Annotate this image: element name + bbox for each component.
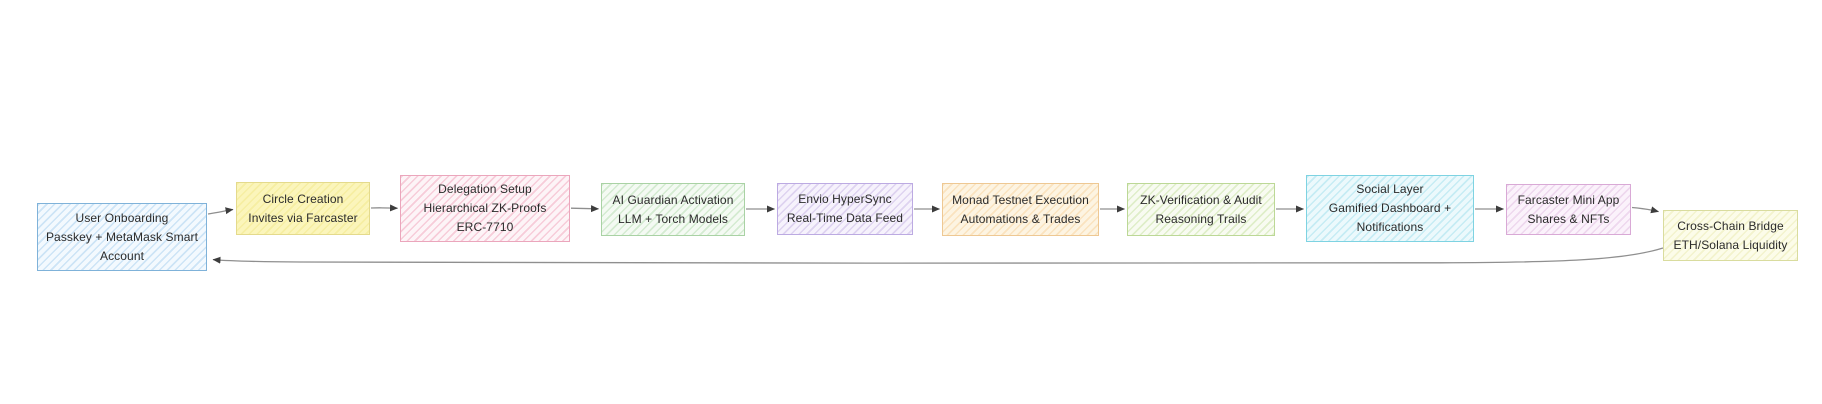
node-title: Social Layer — [1356, 182, 1424, 196]
node-cross-chain-bridge[interactable]: Cross-Chain Bridge ETH/Solana Liquidity — [1663, 210, 1798, 261]
node-label: Cross-Chain Bridge ETH/Solana Liquidity — [1670, 217, 1791, 255]
node-delegation-setup[interactable]: Delegation Setup Hierarchical ZK-Proofs … — [400, 175, 570, 242]
node-subtitle: Real-Time Data Feed — [786, 211, 904, 225]
node-title: ZK-Verification & Audit — [1140, 192, 1262, 207]
node-farcaster-mini-app[interactable]: Farcaster Mini App Shares & NFTs — [1506, 184, 1631, 235]
node-ai-guardian-activation[interactable]: AI Guardian Activation LLM + Torch Model… — [601, 183, 745, 236]
node-circle-creation[interactable]: Circle Creation Invites via Farcaster — [236, 182, 370, 235]
node-envio-hypersync[interactable]: Envio HyperSync Real-Time Data Feed — [777, 183, 913, 235]
node-title: Delegation Setup — [438, 182, 532, 196]
node-user-onboarding[interactable]: User Onboarding Passkey + MetaMask Smart… — [37, 203, 207, 271]
node-subtitle: Reasoning Trails — [1155, 211, 1247, 226]
node-zk-verification-audit[interactable]: ZK-Verification & Audit Reasoning Trails — [1127, 183, 1275, 236]
edge-cross-chain-bridge-to-user-onboarding — [212, 247, 1664, 264]
node-title: Envio HyperSync — [798, 192, 892, 206]
node-label: Envio HyperSync Real-Time Data Feed — [784, 190, 906, 228]
node-subtitle: LLM + Torch Models — [618, 211, 728, 226]
node-label: ZK-Verification & Audit Reasoning Trails — [1134, 191, 1268, 229]
edge-delegation-setup-to-ai-guardian — [570, 205, 599, 213]
node-title: Monad Testnet Execution — [952, 192, 1089, 207]
node-label: Monad Testnet Execution Automations & Tr… — [949, 191, 1092, 229]
node-title: AI Guardian Activation — [612, 192, 734, 207]
edge-user-onboarding-to-circle-creation — [207, 207, 234, 215]
node-subtitle: Automations & Trades — [960, 211, 1081, 226]
node-subtitle: ETH/Solana Liquidity — [1673, 237, 1788, 252]
node-label: Delegation Setup Hierarchical ZK-Proofs … — [407, 180, 563, 237]
node-title: Circle Creation — [262, 191, 344, 206]
edge-farcaster-mini-app-to-cross-chain-bridge — [1631, 206, 1659, 214]
node-subtitle: Passkey + MetaMask Smart Account — [45, 229, 199, 263]
node-label: Farcaster Mini App Shares & NFTs — [1513, 191, 1624, 229]
node-label: Circle Creation Invites via Farcaster — [243, 190, 363, 228]
node-subtitle: Gamified Dashboard + Notifications — [1328, 201, 1452, 234]
node-subtitle: Hierarchical ZK-Proofs ERC-7710 — [423, 201, 547, 234]
node-social-layer[interactable]: Social Layer Gamified Dashboard + Notifi… — [1306, 175, 1474, 242]
node-subtitle: Shares & NFTs — [1527, 211, 1610, 226]
node-label: User Onboarding Passkey + MetaMask Smart… — [44, 209, 200, 266]
node-title: User Onboarding — [75, 210, 169, 225]
node-label: Social Layer Gamified Dashboard + Notifi… — [1313, 180, 1467, 237]
node-monad-testnet-execution[interactable]: Monad Testnet Execution Automations & Tr… — [942, 183, 1099, 236]
node-label: AI Guardian Activation LLM + Torch Model… — [608, 191, 738, 229]
node-title: Cross-Chain Bridge — [1677, 218, 1784, 233]
node-subtitle: Invites via Farcaster — [248, 210, 358, 225]
node-title: Farcaster Mini App — [1517, 192, 1620, 207]
